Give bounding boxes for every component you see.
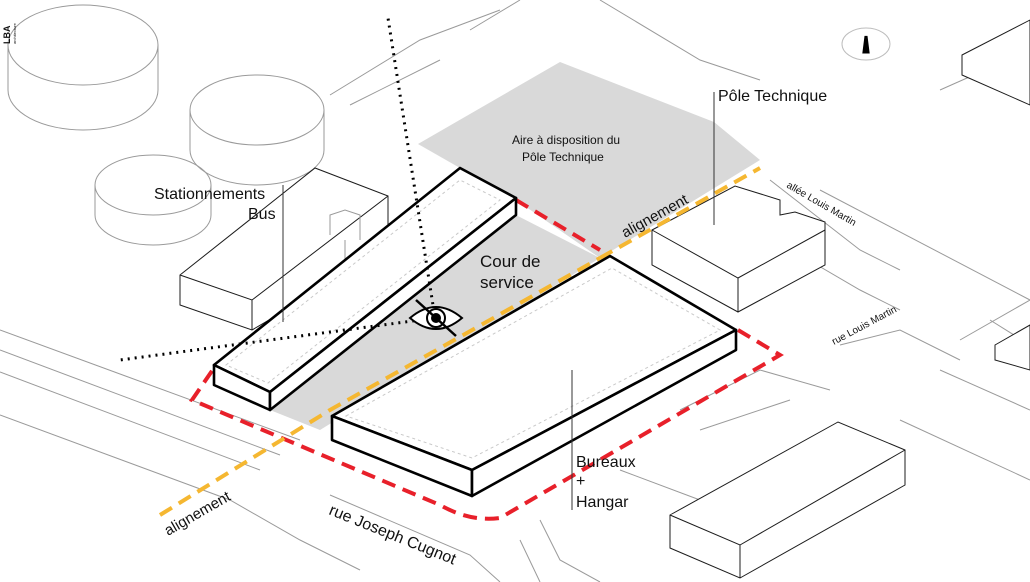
bottom-right-building	[669, 421, 906, 579]
aire-label-line2: Pôle Technique	[522, 150, 604, 164]
top-right-building	[961, 19, 1030, 371]
alignement-lower-label: alignement	[162, 488, 235, 540]
stationnements-label: Stationnements	[154, 186, 265, 203]
bureaux-label: Bureaux	[576, 454, 636, 471]
pole-technique-label: Pôle Technique	[718, 88, 827, 105]
bus-label: Bus	[248, 206, 276, 223]
aire-disposition-area	[418, 62, 760, 258]
plus-label: +	[576, 473, 585, 490]
alignment-line-lower	[158, 256, 601, 517]
logo: LBA architecture	[2, 22, 17, 44]
cour-label-line1: Cour de	[480, 252, 540, 271]
tanks	[7, 4, 325, 246]
view-cone	[119, 17, 437, 362]
long-building-mass	[212, 166, 518, 412]
north-arrow-icon	[841, 27, 891, 61]
alignment-line-upper	[599, 166, 761, 260]
aire-label-line1: Aire à disposition du	[512, 133, 620, 147]
bus-parking-building	[179, 167, 389, 331]
eye-icon	[408, 299, 464, 337]
pole-technique-building	[651, 185, 826, 313]
rue-louis-martin-label: rue Louis Martin	[830, 304, 898, 347]
rue-joseph-cugnot-label: rue Joseph Cugnot	[327, 502, 459, 569]
site-boundary	[188, 198, 784, 521]
bureaux-hangar-mass	[330, 254, 738, 498]
leader-lines	[282, 92, 715, 510]
hangar-label: Hangar	[576, 494, 629, 511]
svg-text:LBA: LBA	[2, 25, 12, 44]
cour-label-line2: service	[480, 273, 534, 292]
svg-text:architecture: architecture	[12, 22, 17, 44]
